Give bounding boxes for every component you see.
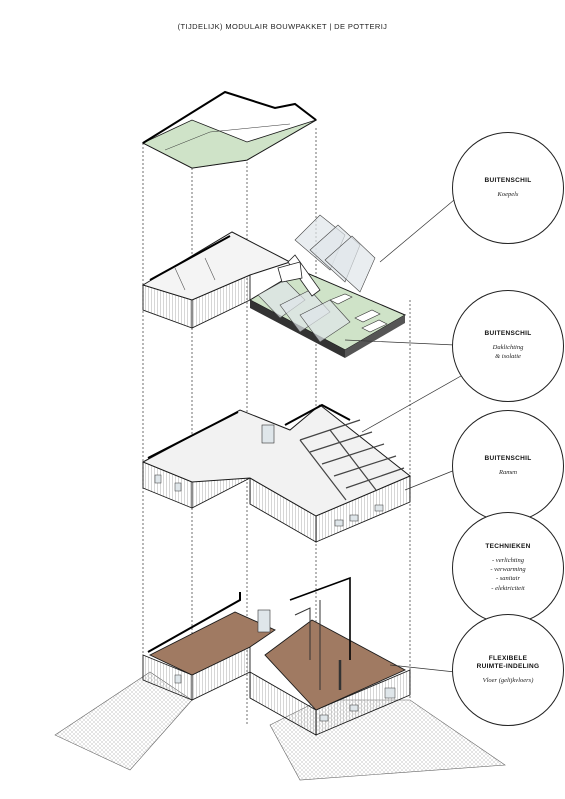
roof-slab bbox=[141, 90, 318, 169]
level-ground-floor bbox=[142, 576, 411, 736]
callout-technieken: TECHNIEKEN - verlichting - verwarming - … bbox=[452, 512, 564, 624]
level-walls-windows bbox=[141, 403, 411, 543]
page-title: (TIJDELIJK) MODULAIR BOUWPAKKET | DE POT… bbox=[177, 22, 388, 31]
ground-plane bbox=[54, 671, 506, 781]
callout-ramen: BUITENSCHIL Ramen bbox=[452, 410, 564, 522]
callout-koepels: BUITENSCHIL Koepels bbox=[452, 132, 564, 244]
leader-lines bbox=[344, 194, 469, 673]
callout-daklichting: BUITENSCHIL Daklichting & isolatie bbox=[452, 290, 564, 402]
level-roof-shell bbox=[141, 214, 407, 358]
callout-flexibele-ruimte-indeling: FLEXIBELE RUIMTE-INDELING Vloer (gelijkv… bbox=[452, 614, 564, 726]
